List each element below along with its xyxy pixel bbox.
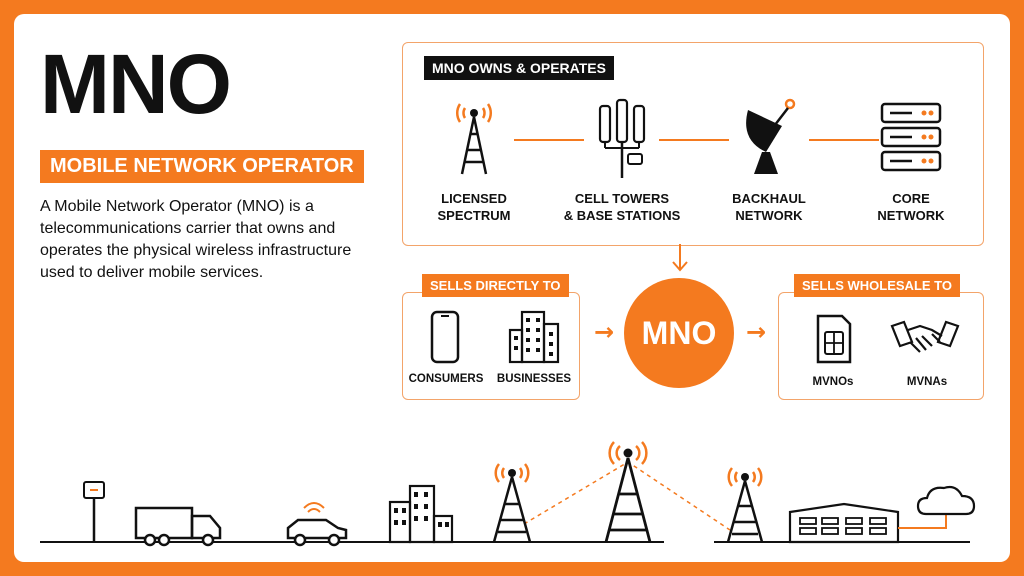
buildings-icon <box>508 310 560 364</box>
cell-tower-icon <box>492 463 532 543</box>
label-line: CELL TOWERS <box>574 191 670 206</box>
label-line: NETWORK <box>735 208 803 223</box>
network-landscape-illustration <box>40 441 976 547</box>
cell-tower-icon <box>604 441 652 543</box>
label-line: LICENSED <box>441 191 507 206</box>
connector-line <box>809 139 879 141</box>
down-arrow-icon <box>672 244 688 272</box>
owns-item-label: CORE NETWORK <box>856 190 966 224</box>
truck-icon <box>134 506 222 547</box>
right-arrow-icon: → <box>746 318 767 346</box>
car-icon <box>286 502 348 547</box>
businesses-label: BUSINESSES <box>496 373 572 385</box>
owns-item-label: LICENSED SPECTRUM <box>419 190 529 224</box>
infographic-card: MNO MOBILE NETWORK OPERATOR A Mobile Net… <box>14 14 1010 562</box>
server-rack-icon <box>880 102 942 172</box>
owns-operates-tag: MNO OWNS & OPERATES <box>424 56 614 80</box>
mno-center-circle: MNO <box>624 278 734 388</box>
label-line: & BASE STATIONS <box>563 208 681 223</box>
handshake-icon <box>890 320 960 353</box>
cell-tower-icon <box>598 98 646 178</box>
page-title: MNO <box>40 37 232 131</box>
cell-tower-icon <box>726 467 764 543</box>
city-buildings-icon <box>388 484 454 544</box>
label-line: SPECTRUM <box>437 208 511 223</box>
cloud-icon <box>916 485 976 516</box>
smartphone-icon <box>430 310 460 364</box>
label-line: CORE <box>892 191 930 206</box>
owns-item-label: BACKHAUL NETWORK <box>714 190 824 224</box>
connector-line <box>659 139 729 141</box>
sim-card-icon <box>816 314 852 364</box>
satellite-dish-icon <box>746 98 796 174</box>
antenna-signal-icon <box>455 103 493 175</box>
page-subtitle: MOBILE NETWORK OPERATOR <box>40 150 364 183</box>
sells-wholesale-panel <box>778 292 984 400</box>
signpost-icon <box>83 481 105 542</box>
consumers-label: CONSUMERS <box>408 373 484 385</box>
sells-directly-tag: SELLS DIRECTLY TO <box>422 274 569 297</box>
description-text: A Mobile Network Operator (MNO) is a tel… <box>40 198 352 281</box>
connector-line <box>514 139 584 141</box>
label-line: BACKHAUL <box>732 191 806 206</box>
sells-wholesale-tag: SELLS WHOLESALE TO <box>794 274 960 297</box>
mvnas-label: MVNAs <box>906 376 948 388</box>
label-line: NETWORK <box>877 208 945 223</box>
right-arrow-icon: → <box>594 318 615 346</box>
data-center-icon <box>788 502 900 544</box>
owns-item-label: CELL TOWERS & BASE STATIONS <box>557 190 687 224</box>
mvnos-label: MVNOs <box>812 376 854 388</box>
